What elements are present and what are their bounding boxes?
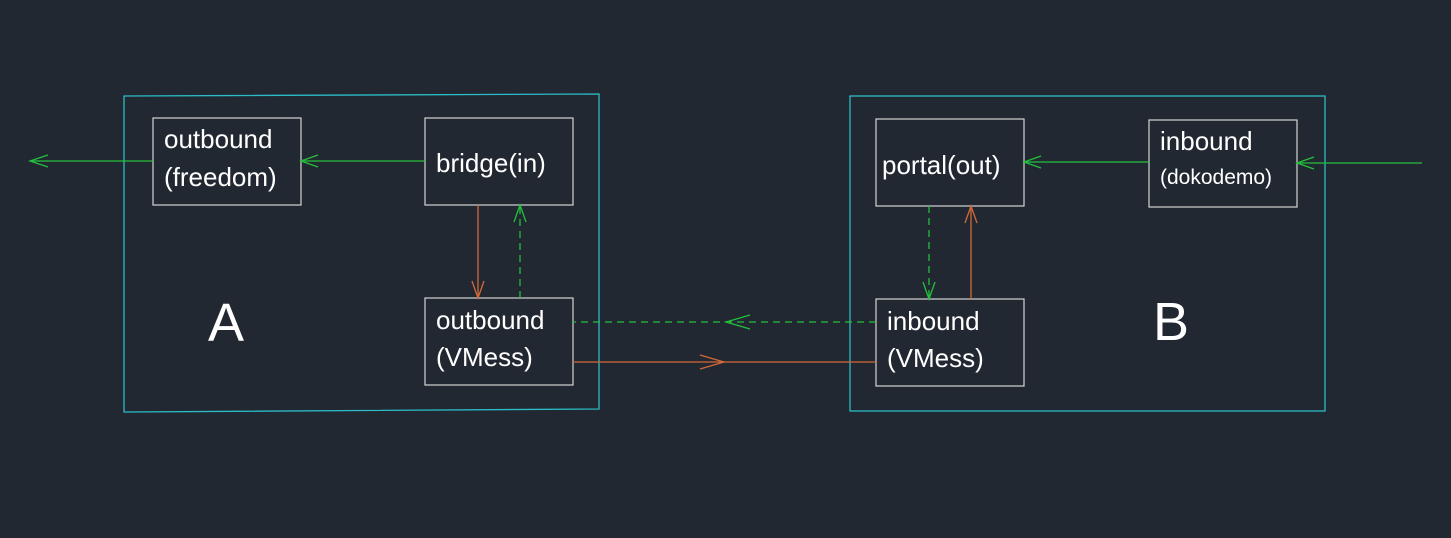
node-inbound-dokodemo: inbound (dokodemo): [1148, 119, 1298, 208]
node-bridge-in-label: bridge(in): [436, 148, 546, 178]
edge-client-to-dokodemo-arrowhead: [1295, 156, 1315, 170]
node-outbound-vmess-line2: (VMess): [436, 342, 533, 372]
node-outbound-vmess-line1: outbound: [436, 305, 544, 335]
edge-portal-to-inbound-vmess-arrowhead: [922, 281, 936, 301]
edge-bridge-to-outbound-vmess-arrowhead: [471, 280, 485, 300]
edge-portal-to-inbound-vmess: [922, 206, 936, 301]
node-inbound-dokodemo-line2: (dokodemo): [1160, 166, 1272, 189]
node-outbound-freedom-line1: outbound: [164, 124, 272, 154]
node-inbound-vmess-line2: (VMess): [887, 343, 984, 373]
region-b-frame: [849, 95, 1326, 412]
node-inbound-vmess: inbound (VMess): [875, 298, 1025, 387]
edge-freedom-to-internet-arrowhead: [27, 154, 49, 168]
edge-outbound-vmess-to-inbound-vmess: [573, 354, 876, 370]
region-a-frame: [123, 93, 600, 413]
node-outbound-freedom: outbound (freedom): [152, 117, 302, 206]
edge-client-to-dokodemo: [1295, 156, 1422, 170]
node-outbound-vmess: outbound (VMess): [424, 297, 574, 386]
edge-bridge-to-outbound-vmess: [471, 205, 485, 300]
node-portal-out: portal(out): [875, 118, 1025, 207]
edge-dokodemo-to-portal-arrowhead: [1022, 155, 1042, 169]
edge-outbound-vmess-to-inbound-vmess-arrowhead: [699, 354, 727, 370]
edge-inbound-vmess-to-portal-arrowhead: [964, 204, 978, 224]
edge-bridge-to-freedom-arrowhead: [299, 154, 319, 168]
node-inbound-vmess-box: [875, 298, 1025, 387]
edge-outbound-vmess-to-bridge-arrowhead: [513, 203, 527, 223]
edge-dokodemo-to-portal: [1022, 155, 1149, 169]
node-outbound-freedom-line2: (freedom): [164, 162, 277, 192]
node-inbound-vmess-line1: inbound: [887, 306, 980, 336]
node-inbound-dokodemo-line1: inbound: [1160, 126, 1253, 156]
region-a-label: A: [208, 293, 244, 353]
edge-inbound-vmess-to-portal: [964, 204, 978, 299]
node-portal-out-label: portal(out): [882, 150, 1001, 180]
edge-bridge-to-freedom: [299, 154, 425, 168]
edge-freedom-to-internet: [27, 154, 153, 168]
node-outbound-vmess-box: [424, 297, 574, 386]
edge-outbound-vmess-to-bridge: [513, 203, 527, 298]
region-b-label: B: [1153, 292, 1189, 352]
edge-inbound-vmess-to-outbound-vmess: [573, 314, 876, 330]
node-bridge-in: bridge(in): [424, 117, 574, 206]
edge-inbound-vmess-to-outbound-vmess-arrowhead: [723, 314, 751, 330]
